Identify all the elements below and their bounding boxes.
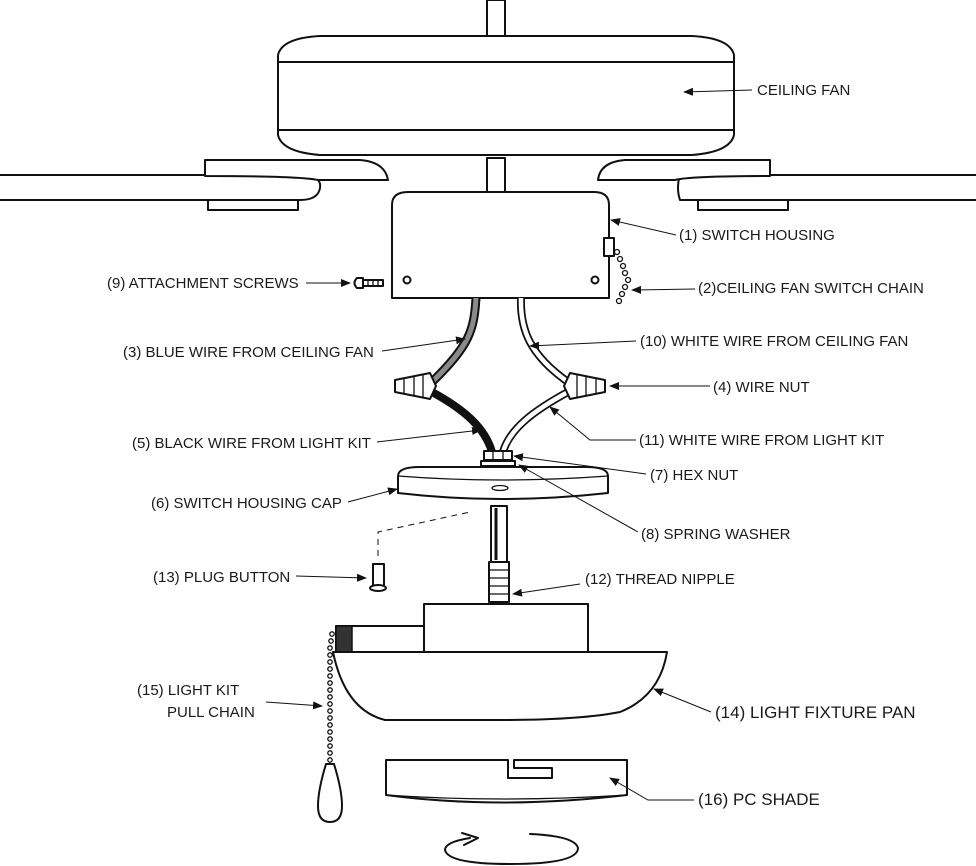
label-attachment-screws: (9) ATTACHMENT SCREWS <box>107 275 299 292</box>
labels: CEILING FAN (1) SWITCH HOUSING (2)CEILIN… <box>107 82 924 809</box>
ceiling-fan <box>0 0 976 211</box>
rotation-arrow-icon <box>444 832 579 865</box>
label-pc-shade: (16) PC SHADE <box>698 790 820 809</box>
label-wire-nut: (4) WIRE NUT <box>713 379 810 396</box>
label-switch-housing: (1) SWITCH HOUSING <box>679 227 835 244</box>
wire-nut-right <box>563 372 606 400</box>
light-fixture-pan <box>332 603 668 721</box>
pc-shade <box>385 759 628 804</box>
label-thread-nipple: (12) THREAD NIPPLE <box>585 571 735 588</box>
label-light-fixture-pan: (14) LIGHT FIXTURE PAN <box>715 703 916 722</box>
switch-housing-cap <box>397 466 609 500</box>
label-housing-cap: (6) SWITCH HOUSING CAP <box>151 495 342 512</box>
label-plug-button: (13) PLUG BUTTON <box>153 569 290 586</box>
plug-button <box>369 563 387 592</box>
label-pull-chain-line1: (15) LIGHT KIT <box>137 682 239 699</box>
switch-housing <box>391 191 615 299</box>
wire-nut-left <box>394 372 437 400</box>
label-hex-nut: (7) HEX NUT <box>650 467 738 484</box>
light-kit-pull-chain <box>317 631 343 823</box>
leader-lines <box>265 87 753 801</box>
label-spring-washer: (8) SPRING WASHER <box>641 526 791 543</box>
spring-washer <box>480 460 516 467</box>
label-fan-switch-chain: (2)CEILING FAN SWITCH CHAIN <box>698 280 924 297</box>
wires <box>428 297 571 454</box>
label-pull-chain-line2: PULL CHAIN <box>167 704 255 721</box>
attachment-screw <box>353 277 384 289</box>
label-black-wire: (5) BLACK WIRE FROM LIGHT KIT <box>132 435 371 452</box>
label-blue-wire: (3) BLUE WIRE FROM CEILING FAN <box>123 344 374 361</box>
hex-nut <box>483 450 513 461</box>
label-white-wire-light: (11) WHITE WIRE FROM LIGHT KIT <box>639 432 884 449</box>
thread-nipple <box>488 505 510 603</box>
fan-switch-chain <box>613 248 632 305</box>
plug-button-guide <box>377 511 471 556</box>
label-white-wire-fan: (10) WHITE WIRE FROM CEILING FAN <box>640 333 908 350</box>
label-ceiling-fan: CEILING FAN <box>757 82 850 99</box>
